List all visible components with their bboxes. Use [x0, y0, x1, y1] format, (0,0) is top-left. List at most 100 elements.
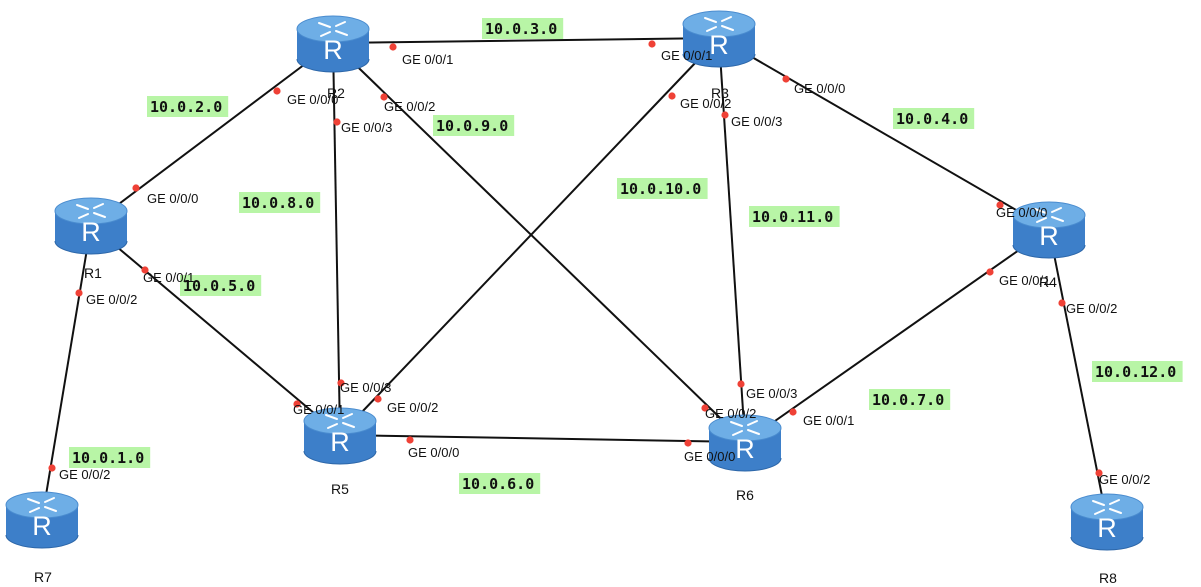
- network-label-bg: [869, 389, 951, 410]
- network-label-10-0-7-0: 10.0.7.0: [869, 389, 951, 410]
- router-label-r2: R2: [327, 85, 345, 101]
- network-label-bg: [433, 115, 515, 136]
- port-dot-r7: [48, 464, 56, 472]
- port-dot-r2: [380, 93, 388, 101]
- network-label-text: 10.0.7.0: [872, 391, 944, 409]
- router-r8[interactable]: R: [1070, 493, 1144, 551]
- port-dot-r5: [337, 379, 345, 387]
- port-dot-r3: [721, 111, 729, 119]
- port-label-r6: GE 0/0/0: [684, 449, 735, 464]
- port-label-r6: GE 0/0/2: [705, 406, 756, 421]
- router-r4[interactable]: R: [1012, 201, 1086, 259]
- port-label-r3: GE 0/0/2: [680, 96, 731, 111]
- svg-text:R: R: [330, 427, 350, 457]
- network-label-bg: [893, 108, 975, 129]
- port-dot-r2: [273, 87, 281, 95]
- port-dot-r2: [389, 43, 397, 51]
- port-dot-r4: [986, 268, 994, 276]
- port-dot-r5: [374, 395, 382, 403]
- network-label-text: 10.0.4.0: [896, 110, 968, 128]
- network-label-10-0-5-0: 10.0.5.0: [180, 275, 262, 296]
- port-dot-r2: [333, 118, 341, 126]
- network-label-text: 10.0.8.0: [242, 194, 314, 212]
- network-label-10-0-12-0: 10.0.12.0: [1092, 361, 1183, 382]
- link-r5-r6: [339, 434, 746, 443]
- port-label-r4: GE 0/0/1: [999, 273, 1050, 288]
- router-label-r5: R5: [331, 481, 349, 497]
- port-label-r8: GE 0/0/2: [1099, 472, 1150, 487]
- network-label-text: 10.0.2.0: [150, 98, 222, 116]
- port-label-r6: GE 0/0/1: [803, 413, 854, 428]
- network-label-10-0-10-0: 10.0.10.0: [617, 178, 708, 199]
- network-label-bg: [459, 473, 541, 494]
- network-labels-layer: 10.0.1.0 10.0.2.0 10.0.3.0 10.0.4.0 10.0.5.0…: [69, 18, 1183, 494]
- network-label-bg: [1092, 361, 1183, 382]
- network-label-bg: [180, 275, 262, 296]
- port-label-r5: GE 0/0/2: [387, 400, 438, 415]
- network-label-bg: [617, 178, 708, 199]
- router-r5[interactable]: R: [303, 407, 377, 465]
- router-cylinder-icon: R: [682, 10, 756, 68]
- router-r1[interactable]: R: [54, 197, 128, 255]
- port-label-r3: GE 0/0/1: [661, 48, 712, 63]
- network-label-10-0-2-0: 10.0.2.0: [147, 96, 229, 117]
- port-dot-r3: [782, 75, 790, 83]
- port-label-r1: GE 0/0/0: [147, 191, 198, 206]
- port-dot-r3: [648, 40, 656, 48]
- router-cylinder-icon: R: [1070, 493, 1144, 551]
- router-label-r3: R3: [711, 85, 729, 101]
- port-label-r4: GE 0/0/2: [1066, 301, 1117, 316]
- port-label-r4: GE 0/0/0: [996, 205, 1047, 220]
- port-label-r2: GE 0/0/2: [384, 99, 435, 114]
- svg-text:R: R: [81, 217, 101, 247]
- router-r2[interactable]: R: [296, 15, 370, 73]
- link-r3-r4: [718, 37, 1050, 230]
- network-label-text: 10.0.10.0: [620, 180, 701, 198]
- link-r2-r3: [332, 37, 720, 44]
- network-label-10-0-1-0: 10.0.1.0: [69, 447, 151, 468]
- svg-text:R: R: [32, 511, 52, 541]
- router-cylinder-icon: R: [1012, 201, 1086, 259]
- port-label-r5: GE 0/0/0: [408, 445, 459, 460]
- network-label-bg: [749, 206, 840, 227]
- router-r3[interactable]: R: [682, 10, 756, 68]
- router-label-r7: R7: [34, 569, 52, 585]
- link-r2-r5: [332, 42, 341, 436]
- svg-text:R: R: [1039, 221, 1059, 251]
- network-label-bg: [239, 192, 321, 213]
- router-label-r8: R8: [1099, 570, 1117, 586]
- router-r7[interactable]: R: [5, 491, 79, 549]
- link-r2-r6: [332, 42, 746, 443]
- port-label-r3: GE 0/0/3: [731, 114, 782, 129]
- port-dot-r4: [1058, 299, 1066, 307]
- link-r1-r5: [90, 224, 341, 436]
- network-label-text: 10.0.11.0: [752, 208, 833, 226]
- port-dot-r6: [701, 404, 709, 412]
- port-dot-r6: [737, 380, 745, 388]
- network-label-10-0-3-0: 10.0.3.0: [482, 18, 564, 39]
- port-label-r2: GE 0/0/1: [402, 52, 453, 67]
- network-label-10-0-6-0: 10.0.6.0: [459, 473, 541, 494]
- network-label-text: 10.0.6.0: [462, 475, 534, 493]
- svg-text:R: R: [1097, 513, 1117, 543]
- network-label-text: 10.0.12.0: [1095, 363, 1176, 381]
- port-label-r2: GE 0/0/0: [287, 92, 338, 107]
- port-label-r1: GE 0/0/1: [143, 270, 194, 285]
- port-dot-r5: [406, 436, 414, 444]
- port-label-r6: GE 0/0/3: [746, 386, 797, 401]
- router-label-r6: R6: [736, 487, 754, 503]
- router-label-r4: R4: [1039, 274, 1057, 290]
- router-cylinder-icon: R: [54, 197, 128, 255]
- links-layer: [41, 37, 1108, 522]
- router-r6[interactable]: R: [708, 414, 782, 472]
- port-dot-r4: [996, 201, 1004, 209]
- port-label-r7: GE 0/0/2: [59, 467, 110, 482]
- router-label-r1: R1: [84, 265, 102, 281]
- network-label-10-0-9-0: 10.0.9.0: [433, 115, 515, 136]
- port-label-r3: GE 0/0/0: [794, 81, 845, 96]
- network-label-bg: [69, 447, 151, 468]
- network-label-10-0-4-0: 10.0.4.0: [893, 108, 975, 129]
- network-label-bg: [147, 96, 229, 117]
